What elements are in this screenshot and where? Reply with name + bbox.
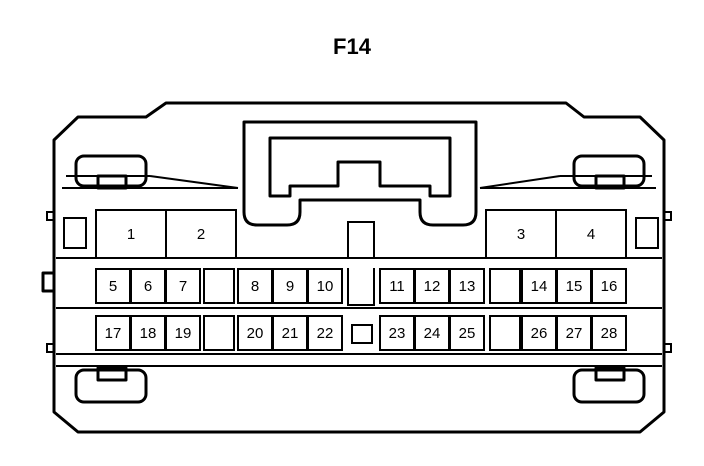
pin-cavity-16: 16 [591,268,627,304]
center-key [347,221,375,258]
pin-number: 5 [109,278,117,295]
pin-cavity-5: 5 [95,268,131,304]
pin-cavity-13: 13 [449,268,485,304]
pin-number: 6 [144,278,152,295]
pin-number: 18 [140,325,157,342]
side-lug-right-bottom [663,343,672,353]
pin-cavity-24: 24 [414,315,450,351]
corner-clip-top-right [572,154,646,188]
pin-number: 4 [587,226,595,243]
blank-cavity-small [351,324,373,344]
pin-cavity-10: 10 [307,268,343,304]
pin-number: 3 [517,226,525,243]
housing-slope-right [479,175,561,189]
pin-cavity-2: 2 [165,209,237,259]
corner-clip-tab-top-right [594,174,626,190]
side-lug-right-top [663,211,672,221]
blank-cavity [489,315,521,351]
pin-number: 11 [389,278,405,295]
end-cavity-right [635,217,659,249]
pin-number: 1 [127,226,135,243]
pin-cavity-11: 11 [379,268,415,304]
pin-number: 28 [601,325,618,342]
side-lug-left-middle [41,271,56,293]
pin-cavity-14: 14 [521,268,557,304]
pin-number: 8 [251,278,259,295]
pin-cavity-17: 17 [95,315,131,351]
pin-number: 27 [566,325,583,342]
pin-number: 13 [459,278,476,295]
connector-housing [52,101,666,434]
pin-number: 9 [286,278,294,295]
pin-number: 23 [389,325,406,342]
pin-cavity-26: 26 [521,315,557,351]
pin-cavity-27: 27 [556,315,592,351]
pin-cavity-19: 19 [165,315,201,351]
pin-number: 24 [424,325,441,342]
lock-latch-inner [268,136,452,198]
pin-number: 19 [175,325,192,342]
corner-clip-tab-top-left [96,174,128,190]
pin-cavity-7: 7 [165,268,201,304]
pin-cavity-20: 20 [237,315,273,351]
corner-clip-bottom-right [572,368,646,404]
pin-cavity-3: 3 [485,209,557,259]
connector-title: F14 [333,34,371,59]
lock-latch-outer [242,120,478,227]
pin-cavity-1: 1 [95,209,167,259]
pin-number: 21 [282,325,299,342]
pin-cavity-15: 15 [556,268,592,304]
blank-cavity [203,268,235,304]
pin-number: 7 [179,278,187,295]
pin-number: 17 [105,325,122,342]
pin-cavity-6: 6 [130,268,166,304]
side-lug-left-bottom [46,343,55,353]
center-key-slot [347,268,375,306]
pin-number: 16 [601,278,618,295]
pin-number: 26 [531,325,548,342]
pin-cavity-28: 28 [591,315,627,351]
pin-number: 22 [317,325,334,342]
pin-cavity-22: 22 [307,315,343,351]
pin-number: 14 [531,278,548,295]
corner-clip-bottom-left [74,368,148,404]
corner-clip-tab-bottom-left [96,366,128,382]
blank-cavity [203,315,235,351]
pin-cavity-18: 18 [130,315,166,351]
pin-number: 12 [424,278,441,295]
end-cavity-left [63,217,87,249]
side-lug-left-top [46,211,55,221]
pin-number: 15 [566,278,583,295]
pin-cavity-8: 8 [237,268,273,304]
corner-clip-tab-bottom-right [594,366,626,382]
pin-cavity-12: 12 [414,268,450,304]
corner-clip-top-left [74,154,148,188]
pin-number: 2 [197,226,205,243]
pin-cavity-25: 25 [449,315,485,351]
pin-number: 25 [459,325,476,342]
pin-cavity-4: 4 [555,209,627,259]
pin-cavity-23: 23 [379,315,415,351]
pin-number: 10 [317,278,334,295]
pin-cavity-21: 21 [272,315,308,351]
blank-cavity [489,268,521,304]
pin-cavity-9: 9 [272,268,308,304]
housing-slope-left [149,175,239,189]
pin-number: 20 [247,325,264,342]
